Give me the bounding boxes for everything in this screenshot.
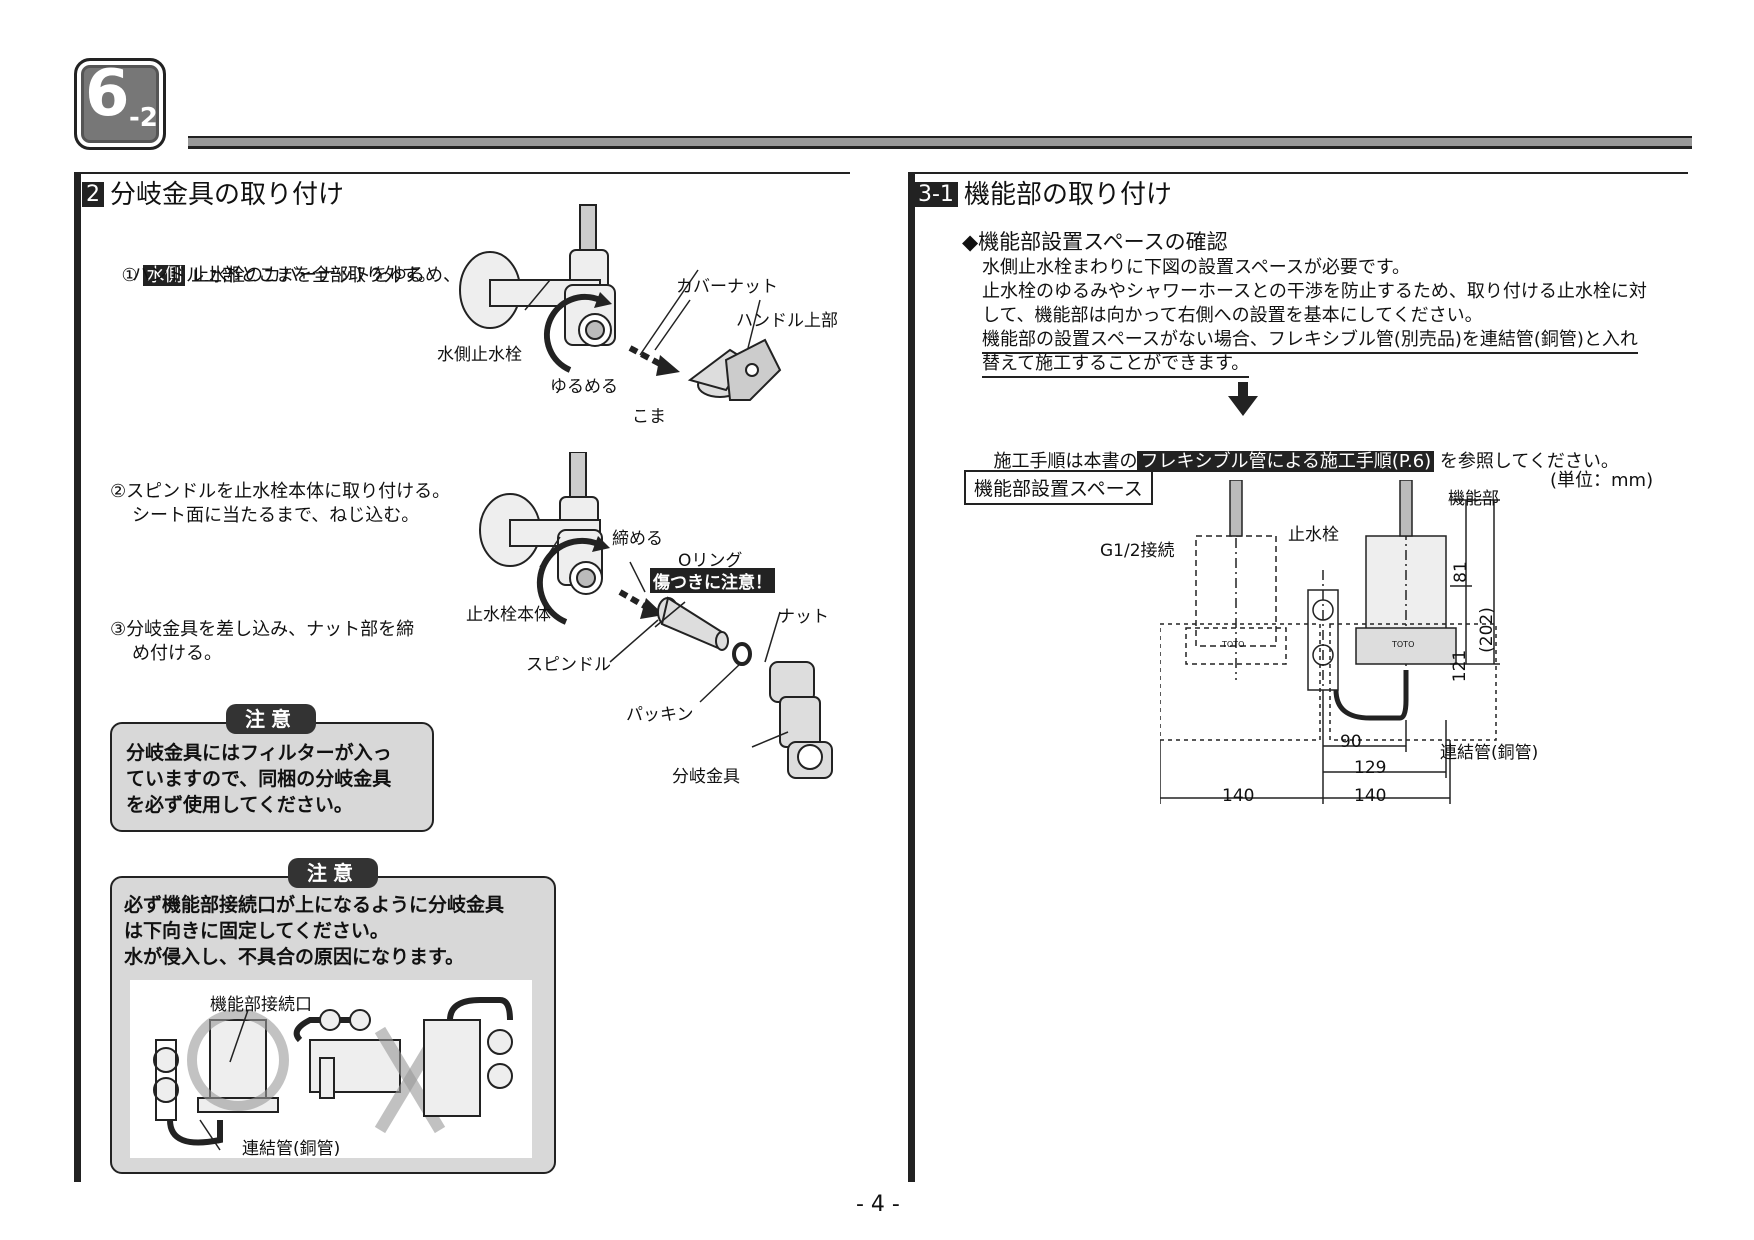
dim-140-left: 140 (1222, 786, 1255, 806)
label-g12: G1/2接続 (1100, 541, 1175, 561)
para-line-4: 機能部の設置スペースがない場合、フレキシブル管(別売品)を連結管(銅管)と入れ (982, 328, 1638, 354)
right-heading-text: 機能部の取り付け (963, 180, 1172, 210)
label-koma: こま (632, 407, 666, 427)
label-packing: パッキン (626, 705, 694, 725)
dim-129: 129 (1354, 758, 1387, 778)
para-line-1: 水側止水栓まわりに下図の設置スペースが必要です。 (982, 257, 1411, 278)
label-stop-valve: 止水栓 (1288, 525, 1339, 545)
label-connecting-pipe: 連結管(銅管) (242, 1139, 341, 1159)
right-heading-rule (908, 172, 1688, 174)
label-function-unit: 機能部 (1448, 489, 1499, 509)
header-rule (188, 136, 1692, 149)
brand-left: TOTO (1222, 640, 1245, 649)
caution-box-1: 分岐金具にはフィルターが入っ ていますので、同梱の分岐金具 を必ず使用してくださ… (110, 722, 434, 832)
para-line-5: 替えて施工することができます。 (982, 352, 1250, 378)
step1-text-line2: ハンドル上部とこまを全部取り外す。 (132, 265, 437, 286)
para-line-2: 止水栓のゆるみやシャワーホースとの干渉を防止するため、取り付ける止水栓に対 (982, 281, 1647, 302)
label-loosen: ゆるめる (550, 377, 618, 397)
dim-90: 90 (1340, 732, 1362, 752)
left-heading-rule (74, 172, 850, 174)
label-connecting-pipe-right: 連結管(銅管) (1440, 743, 1539, 763)
caution-2-text: 必ず機能部接続口が上になるように分岐金具 は下向きに固定してください。 水が侵入… (124, 894, 505, 968)
label-valve-body: 止水栓本体 (466, 605, 551, 625)
caution-2-tag: 注意 (288, 858, 378, 888)
right-column-line (908, 172, 915, 1182)
label-nut: ナット (778, 607, 829, 627)
left-column-line (74, 172, 81, 1182)
label-branch-fitting: 分岐金具 (672, 767, 740, 787)
section-sub-number: -2 (129, 103, 158, 133)
space-subheading: ◆機能部設置スペースの確認 (962, 230, 1228, 254)
dim-81: 81 (1450, 561, 1471, 583)
section-number: 6 (85, 57, 130, 131)
label-handle-top: ハンドル上部 (736, 311, 838, 331)
brand-right: TOTO (1392, 640, 1415, 649)
step1-tag: 水側 (143, 265, 186, 286)
space-title-box: 機能部設置スペース (964, 470, 1153, 505)
dim-140-right: 140 (1354, 786, 1387, 806)
caution-1-text: 分岐金具にはフィルターが入っ ていますので、同梱の分岐金具 を必ず使用してくださ… (126, 742, 392, 816)
label-o-ring: Oリング (678, 551, 743, 571)
step3-text: ③分岐金具を差し込み、ナット部を締 (110, 619, 415, 640)
caution-1-tag: 注意 (226, 704, 316, 734)
down-arrow-icon (1228, 382, 1258, 416)
step2-text: ②スピンドルを止水栓本体に取り付ける。 (110, 481, 451, 502)
label-spindle: スピンドル (526, 655, 611, 675)
unit-label: (単位：mm) (1550, 470, 1654, 491)
right-heading-number: 3-1 (914, 182, 958, 207)
step2-text-line2: シート面に当たるまで、ねじ込む。 (132, 505, 420, 526)
left-heading-text: 分岐金具の取り付け (110, 180, 345, 210)
space-diagram (1160, 480, 1500, 804)
reference-tag: フレキシブル管による施工手順(P.6) (1137, 451, 1435, 472)
label-tighten: 締める (612, 529, 663, 549)
step3-text-line2: め付ける。 (132, 643, 222, 664)
step1-text: ① 水側 止水栓のカバーナットをゆるめ、 (121, 265, 462, 286)
page-number: - 4 - (856, 1192, 900, 1217)
para-line-3: して、機能部は向かって右側への設置を基本にしてください。 (982, 305, 1483, 326)
dim-202: (202) (1476, 607, 1497, 653)
left-heading-number: 2 (82, 182, 104, 207)
dim-121: 121 (1450, 649, 1471, 683)
section-badge: 6 -2 (74, 57, 166, 150)
figure-remove-handle (459, 204, 782, 401)
label-cover-nut: カバーナット (676, 277, 778, 297)
label-water-stop-valve: 水側止水栓 (437, 345, 522, 365)
figure-attach-branch (479, 452, 833, 779)
label-warning: 傷つきに注意！ (650, 568, 775, 593)
label-connect-port: 機能部接続口 (210, 995, 312, 1015)
reference-line: 施工手順は本書のフレキシブル管による施工手順(P.6) を参照してください。 (993, 451, 1619, 472)
figure-orientation (130, 980, 532, 1158)
